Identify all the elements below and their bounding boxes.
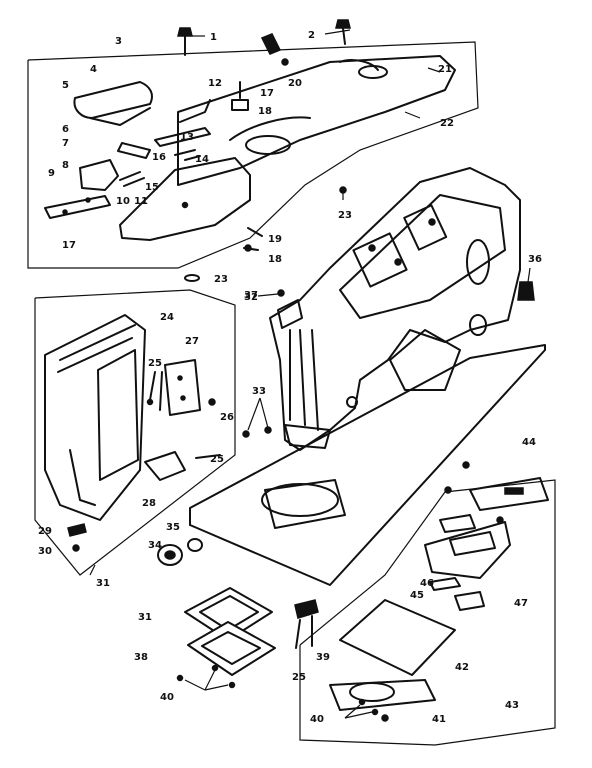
clip-part-45: [429, 577, 461, 591]
callout-30: 30: [38, 546, 52, 557]
callout-3: 3: [115, 36, 122, 47]
lever-part-12: [179, 99, 211, 123]
top-cover-plate: [177, 55, 456, 186]
holder-part-43: [329, 679, 436, 711]
latch-part-28: [144, 451, 186, 481]
callout-24: 24: [160, 312, 174, 323]
callout-43: 43: [505, 700, 519, 711]
callout-18b: 18: [268, 254, 282, 265]
callout-25: 25: [148, 358, 162, 369]
callout-44: 44: [522, 437, 536, 448]
callout-10: 10: [116, 196, 130, 207]
callout-22: 22: [440, 118, 454, 129]
callout-31b: 31: [138, 612, 152, 623]
callout-4: 4: [90, 64, 97, 75]
callout-5: 5: [62, 80, 69, 91]
plate-part-42: [339, 599, 456, 676]
top-panel-group: [27, 19, 479, 282]
callout-8: 8: [62, 160, 69, 171]
callout-38: 38: [134, 652, 148, 663]
screw-part-1: [177, 27, 193, 56]
link-part-7: [154, 127, 211, 147]
clamp-part-9: [79, 159, 119, 191]
callout-20: 20: [288, 78, 302, 89]
callout-23b: 23: [214, 274, 228, 285]
callout-31: 31: [96, 578, 110, 589]
right-bottom-group: [299, 461, 556, 746]
callout-46: 46: [420, 578, 434, 589]
lower-shell-plate: [119, 157, 251, 241]
callout-13: 13: [180, 132, 194, 143]
callout-18: 18: [258, 106, 272, 117]
knob-part-35: [187, 538, 203, 552]
callout-36: 36: [528, 254, 542, 265]
callout-14: 14: [195, 154, 209, 165]
pin-part-39: [294, 599, 319, 619]
bar-part-10: [44, 195, 111, 219]
callout-37: 37: [244, 290, 258, 301]
slide-plate-part-47: [424, 521, 511, 579]
callout-25c: 25: [292, 672, 306, 683]
spring-part-15: [119, 171, 145, 187]
cap-part-6: [73, 81, 153, 119]
bottom-center-group: [157, 538, 319, 691]
callout-40: 40: [160, 692, 174, 703]
callout-23: 23: [338, 210, 352, 221]
plate-part-44: [469, 477, 549, 511]
clip-part-16: [117, 142, 151, 159]
callout-1: 1: [210, 32, 217, 43]
callout-29: 29: [38, 526, 52, 537]
side-cover-part-24: [44, 314, 146, 521]
left-cover-group: [34, 289, 236, 576]
machine-body: [189, 167, 546, 586]
callout-16: 16: [152, 152, 166, 163]
plate-part-38: [187, 621, 276, 676]
screws-part-33: [242, 397, 272, 438]
callout-41: 41: [432, 714, 446, 725]
callout-39: 39: [316, 652, 330, 663]
callout-19: 19: [268, 234, 282, 245]
callout-11: 11: [134, 196, 148, 207]
spring-part-46: [454, 591, 485, 611]
callout-42: 42: [455, 662, 469, 673]
callout-labels: 1 2 3 4 5 6 7 8 9 10 11 12 13 14 15 16 1…: [38, 30, 542, 725]
callout-17b: 17: [62, 240, 76, 251]
callout-7: 7: [62, 138, 69, 149]
callout-17: 17: [260, 88, 274, 99]
callout-28: 28: [142, 498, 156, 509]
callout-27: 27: [185, 336, 199, 347]
callout-15: 15: [145, 182, 159, 193]
screw-part-30: [72, 544, 80, 552]
spring-part-20: [260, 33, 282, 55]
callout-32: 32: [244, 292, 258, 303]
callout-9: 9: [48, 168, 55, 179]
hinge-part-27: [164, 359, 201, 416]
bracket-part-18: [231, 99, 249, 111]
callout-21: 21: [438, 64, 452, 75]
spring-part-29: [67, 523, 87, 537]
callout-6: 6: [62, 124, 69, 135]
callout-26: 26: [220, 412, 234, 423]
callout-33: 33: [252, 386, 266, 397]
callout-40b: 40: [310, 714, 324, 725]
callout-45: 45: [410, 590, 424, 601]
callout-47: 47: [514, 598, 528, 609]
callout-12: 12: [208, 78, 222, 89]
screw-part-13: [174, 149, 201, 161]
callout-34: 34: [148, 540, 162, 551]
callout-2: 2: [308, 30, 315, 41]
callout-35: 35: [166, 522, 180, 533]
callout-25b: 25: [210, 454, 224, 465]
spool-pin-part-36: [517, 267, 535, 301]
